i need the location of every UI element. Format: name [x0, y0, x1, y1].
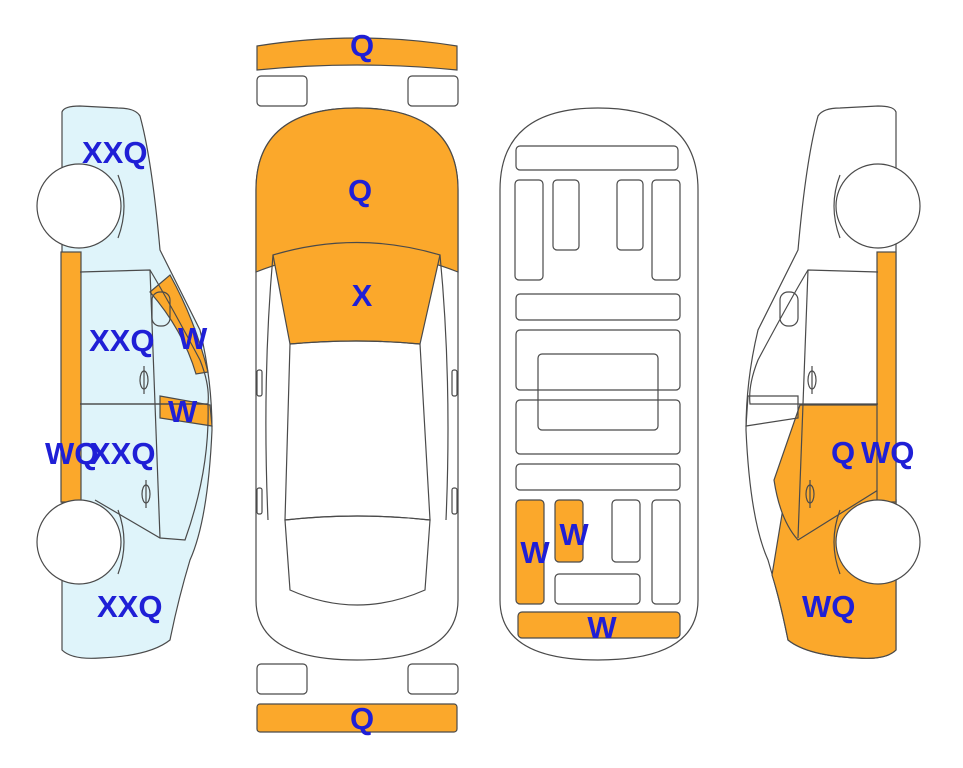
left-side-view — [36, 105, 213, 659]
label-left-a-pillar: W — [178, 321, 208, 356]
right-rear-wheel — [835, 499, 921, 585]
top-view — [255, 37, 459, 733]
label-underbody-left-rail: W — [520, 535, 550, 570]
underbody-outline — [499, 107, 699, 661]
label-right-rear-quarter: WQ — [802, 589, 855, 624]
label-underbody-rear-crossmember: W — [587, 610, 617, 645]
front-right-light — [407, 75, 459, 107]
label-left-quarter-glass: W — [168, 394, 198, 429]
label-left-rocker: WQ — [45, 436, 98, 471]
left-front-door-outline — [79, 269, 209, 405]
left-front-wheel — [36, 163, 122, 249]
left-rear-wheel — [36, 499, 122, 585]
underbody-left-rail — [515, 499, 545, 605]
underbody-rear-crossmember — [517, 611, 681, 639]
label-front-bumper: Q — [350, 28, 374, 63]
label-left-front-door: XXQ — [89, 323, 154, 358]
rear-window-outline — [284, 515, 431, 606]
label-left-rear-door: XXQ — [90, 436, 155, 471]
rear-right-light — [407, 663, 459, 695]
label-right-rocker: WQ — [861, 435, 914, 470]
damage-labels: Q Q X Q XXQ XXQ W W WQ XXQ XXQ W W W Q W… — [45, 28, 914, 736]
label-underbody-center-rail: W — [559, 517, 589, 552]
label-left-front-fender: XXQ — [82, 135, 147, 170]
left-mirror — [151, 291, 171, 327]
right-front-wheel — [835, 163, 921, 249]
front-bumper-panel — [256, 37, 458, 71]
front-left-light — [256, 75, 308, 107]
right-mirror — [779, 291, 799, 327]
right-side-view — [745, 105, 921, 659]
roof-outline — [284, 340, 431, 521]
label-rear-bumper: Q — [350, 701, 374, 736]
left-rear-door-outline — [80, 403, 209, 541]
label-left-rear-quarter: XXQ — [97, 589, 162, 624]
right-rear-door-handle — [805, 480, 815, 508]
left-front-door-handle — [139, 366, 149, 394]
rear-left-light — [256, 663, 308, 695]
label-windshield: X — [352, 278, 373, 313]
underbody-center-rail — [554, 499, 584, 563]
left-a-pillar-panel — [149, 274, 209, 375]
label-right-rear-door: Q — [831, 435, 855, 470]
right-front-door-handle — [807, 366, 817, 394]
rear-bumper-panel — [256, 703, 458, 733]
left-rear-door-handle — [141, 480, 151, 508]
underbody-view — [499, 107, 699, 661]
label-hood: Q — [348, 173, 372, 208]
